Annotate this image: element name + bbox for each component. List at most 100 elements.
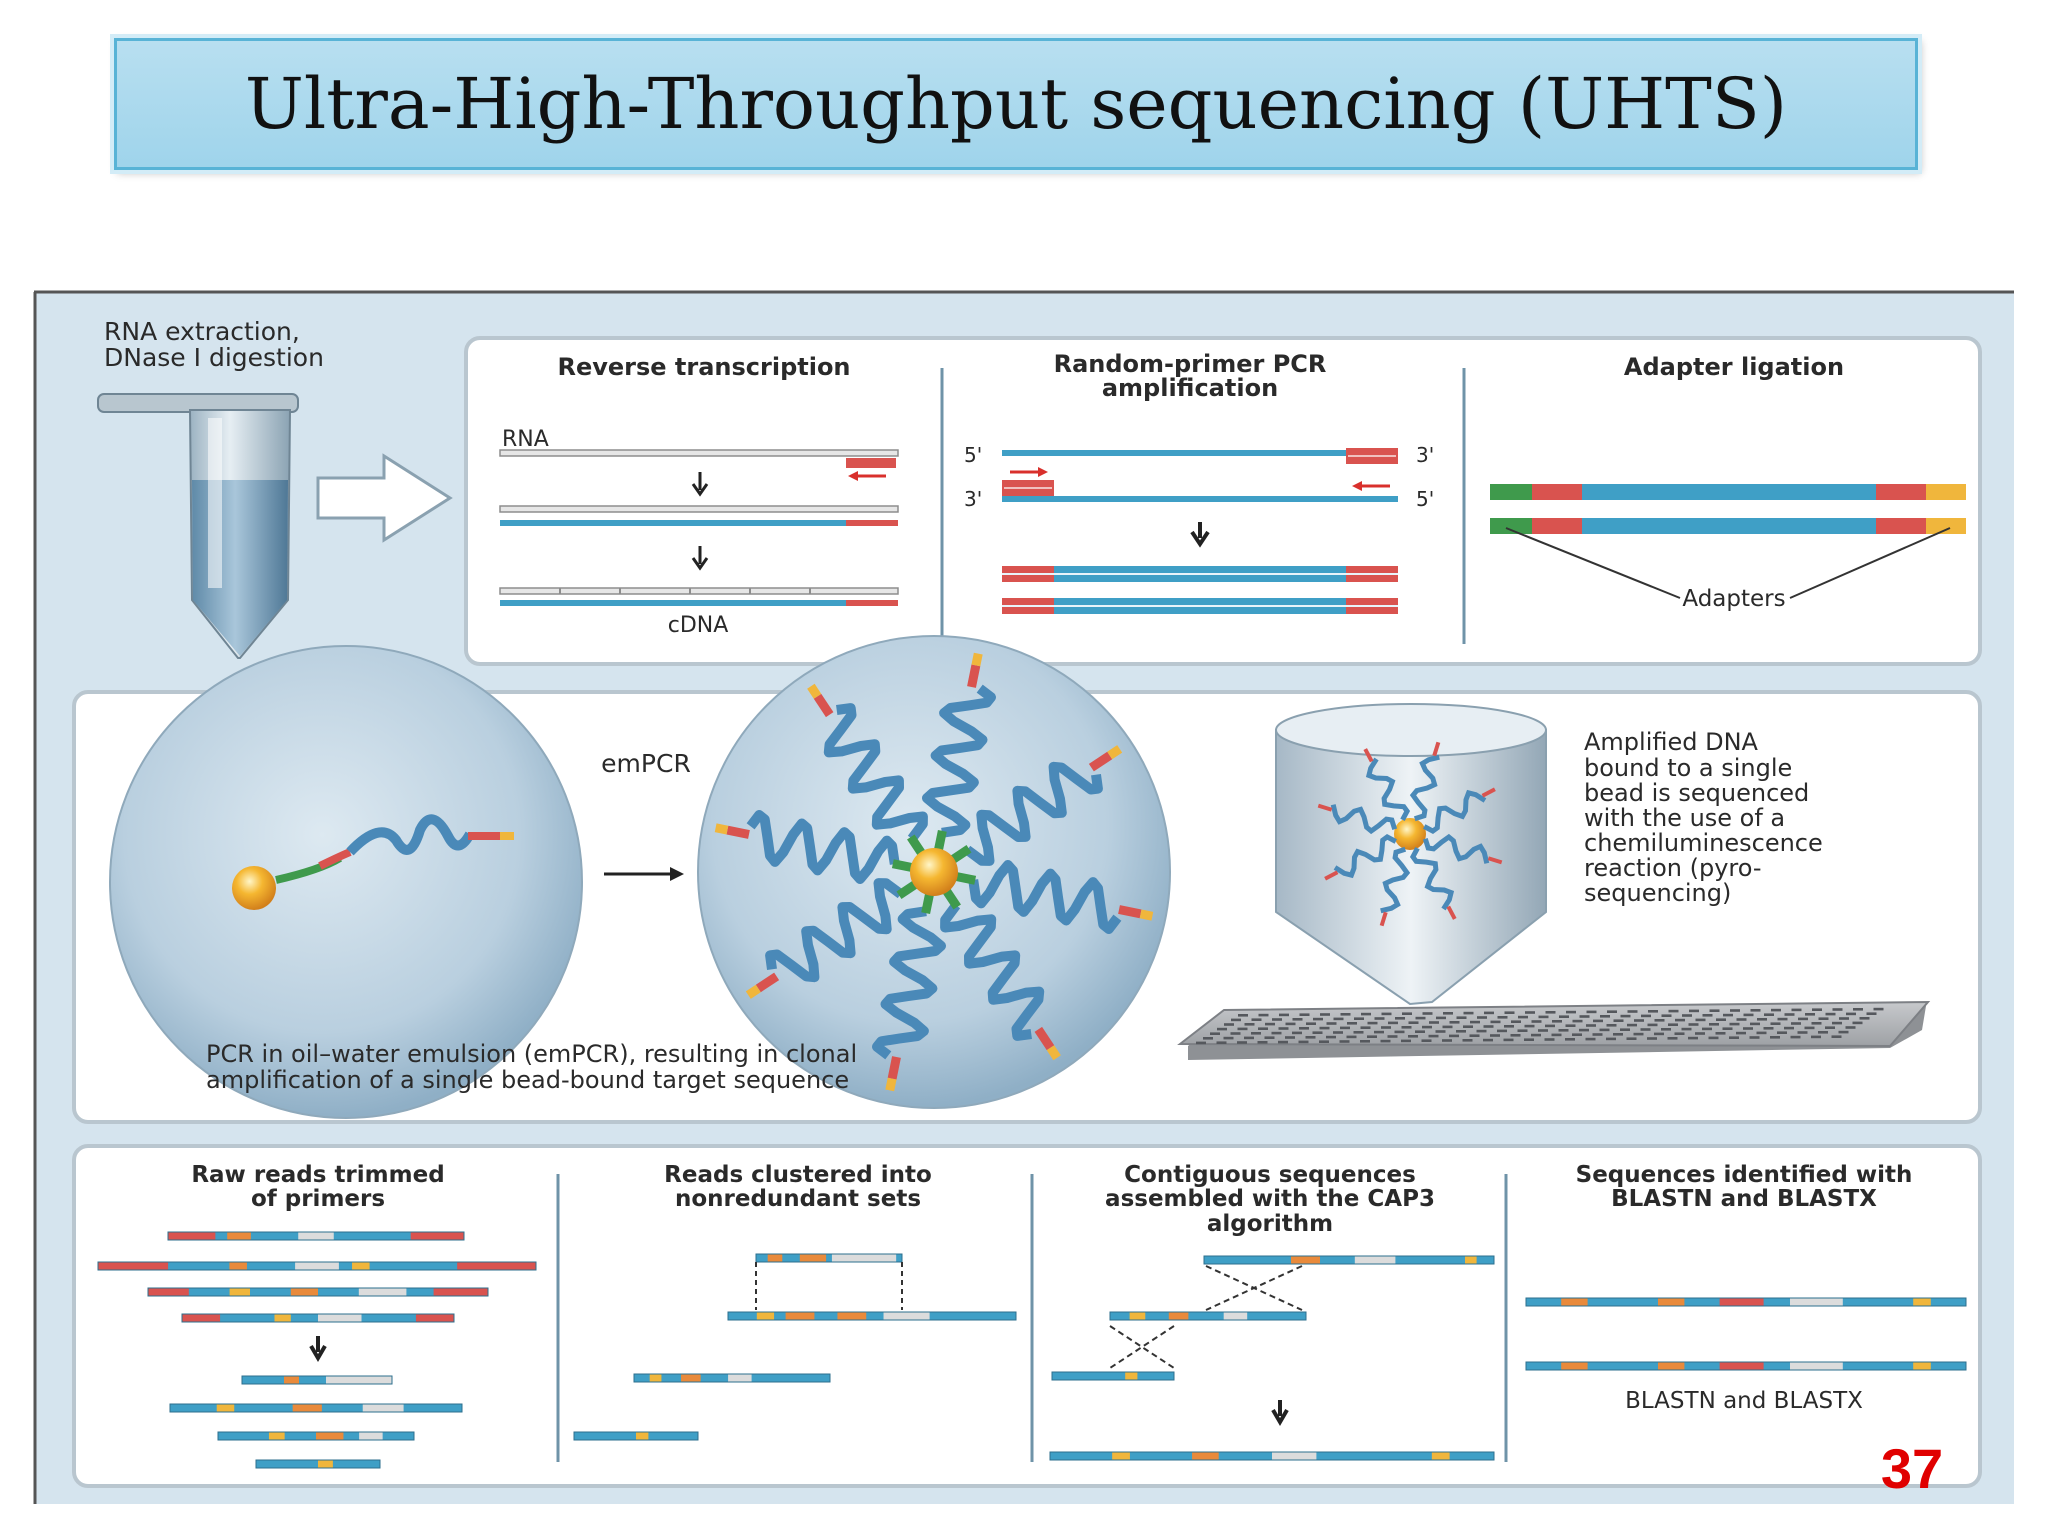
plate-well	[1312, 1031, 1323, 1034]
read-segment	[1291, 1256, 1320, 1264]
plate-well	[1811, 1035, 1821, 1039]
plate-well	[1633, 1032, 1644, 1036]
plate-well	[1258, 1013, 1269, 1017]
plate-well	[1326, 1022, 1337, 1025]
cone-strand	[1380, 846, 1411, 914]
read-segment	[359, 1432, 383, 1440]
amplified-line-4: chemiluminescence	[1584, 829, 1823, 857]
plate-well	[1401, 1026, 1412, 1029]
amplified-line-3: with the use of a	[1584, 804, 1785, 832]
plate-well	[1572, 1019, 1583, 1023]
plate-well	[1600, 1015, 1610, 1018]
plate-well	[1579, 1028, 1589, 1032]
plate-well	[1361, 1012, 1371, 1016]
read-backbone	[756, 1254, 902, 1262]
plate-well	[1790, 1035, 1801, 1039]
plate-well	[1812, 1008, 1822, 1011]
read-segment	[433, 1288, 488, 1296]
raw-reads-title-1: Raw reads trimmed	[191, 1162, 444, 1188]
read-segment	[318, 1314, 362, 1322]
read-segment	[1790, 1362, 1843, 1370]
plate-well	[1511, 1020, 1521, 1023]
pcr-5prime-top: 5'	[964, 443, 982, 467]
plate-well	[1490, 1034, 1500, 1037]
plate-well	[1825, 1012, 1836, 1016]
plate-well	[1415, 1030, 1425, 1033]
raw-reads-title-2: of primers	[251, 1186, 385, 1212]
plate-well	[1688, 1036, 1698, 1040]
cone-strand	[1409, 847, 1455, 911]
plate-well	[1346, 1035, 1357, 1039]
read-outline	[255, 1459, 381, 1469]
reverse-transcription-title: Reverse transcription	[557, 353, 850, 381]
plate-well	[1804, 1026, 1815, 1030]
read-segment	[362, 1404, 404, 1412]
read-segment	[1168, 1312, 1189, 1320]
clonal-strand-linker	[942, 887, 961, 910]
clonal-strand-primer	[967, 664, 981, 688]
read-segment	[295, 1262, 339, 1270]
contig-title-2: assembled with the CAP3	[1105, 1186, 1435, 1212]
plate-well	[1667, 1037, 1678, 1040]
plate-well	[1763, 1027, 1774, 1030]
plate-well	[1422, 1025, 1432, 1029]
read-segment	[1719, 1298, 1764, 1306]
plate-well	[1435, 1030, 1446, 1033]
plate-well	[1483, 1025, 1494, 1028]
cone-strand	[1423, 789, 1487, 835]
plate-well	[1756, 1031, 1767, 1035]
empcr-arrow-icon	[604, 867, 684, 881]
plate-well	[1771, 1008, 1781, 1012]
plate-well	[1490, 1020, 1501, 1024]
plate-well	[1497, 1016, 1508, 1019]
read-segment	[1272, 1452, 1317, 1460]
plate-well	[1640, 1028, 1651, 1031]
plate-well	[1750, 1022, 1760, 1026]
plate-well	[1565, 1038, 1575, 1041]
plate-well	[1798, 1017, 1808, 1021]
plate-well	[1476, 1029, 1487, 1033]
read-segment	[1192, 1452, 1219, 1460]
clonal-strand	[746, 810, 900, 884]
clonal-strand	[968, 860, 1122, 934]
plate-well	[1319, 1040, 1329, 1043]
plate-well	[1340, 1026, 1350, 1030]
plate-well	[1401, 1039, 1411, 1043]
read-outline	[633, 1373, 831, 1383]
plate-well	[1421, 1039, 1432, 1042]
plate-well	[1483, 1038, 1493, 1042]
clonal-strand	[823, 703, 928, 842]
plate-well	[1216, 1041, 1227, 1044]
clonal-strand-primer	[887, 1056, 901, 1080]
read-segment	[1431, 1452, 1450, 1460]
plate-well	[1292, 1018, 1303, 1021]
plate-well	[1545, 1011, 1556, 1014]
plate-well	[1237, 1041, 1247, 1044]
cluster-bracket	[755, 1262, 903, 1310]
pcr-title-1: Random-primer PCR	[1054, 350, 1327, 378]
plate-well	[1353, 1031, 1364, 1034]
plate-well	[1272, 1018, 1282, 1021]
plate-well	[1791, 1008, 1802, 1012]
read-segment	[767, 1254, 783, 1262]
amplified-line-2: bead is sequenced	[1584, 779, 1809, 807]
plate-well	[1572, 1033, 1582, 1036]
plate-well	[1859, 1017, 1870, 1020]
identified-title-2: BLASTN and BLASTX	[1611, 1186, 1877, 1212]
plate-well	[1442, 1025, 1453, 1029]
read-segment	[1658, 1362, 1685, 1370]
plate-well	[1545, 1024, 1555, 1028]
pcr-3prime-top: 3'	[1416, 443, 1434, 467]
plate-well	[1736, 1018, 1747, 1021]
plate-well	[1258, 1027, 1268, 1030]
plate-well	[1750, 1009, 1761, 1012]
plate-well	[1579, 1015, 1590, 1018]
plate-well	[1784, 1013, 1795, 1016]
plate-well	[1306, 1022, 1316, 1025]
plate-well	[1285, 1022, 1296, 1026]
plate-well	[1838, 1030, 1849, 1034]
plate-well	[1367, 1021, 1378, 1025]
plate-well	[1606, 1024, 1617, 1027]
plate-well	[1634, 1019, 1644, 1022]
plate-well	[1648, 1010, 1658, 1013]
